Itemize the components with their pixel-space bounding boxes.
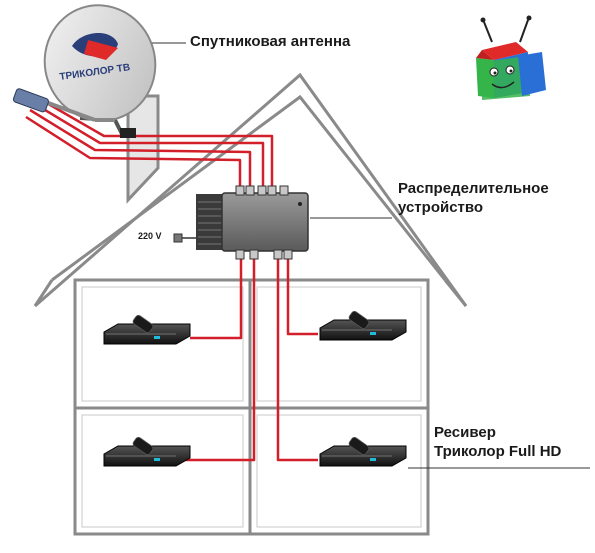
receiver-top-left — [103, 314, 191, 345]
receiver-bottom-left — [103, 436, 191, 467]
chimney — [126, 94, 160, 204]
cables — [25, 96, 318, 462]
distributor-box — [173, 185, 392, 260]
satellite-dish: ТРИКОЛОР ТВ — [12, 4, 157, 138]
lnb-icon — [12, 88, 49, 113]
house-body — [73, 278, 430, 536]
receivers — [103, 310, 407, 467]
voltage-label: 220 V — [138, 231, 162, 241]
power-plug-icon — [173, 233, 196, 243]
antenna-label: Спутниковая антенна — [190, 33, 351, 50]
rooms — [81, 286, 422, 528]
receiver-bottom-right — [319, 436, 407, 467]
tv-mascot-icon — [476, 15, 546, 100]
distributor-label-line2: устройство — [398, 199, 484, 216]
receiver-label-line2: Триколор Full HD — [434, 443, 562, 460]
house-roof — [33, 72, 468, 308]
receiver-label-line1: Ресивер — [434, 424, 496, 441]
receiver-top-right — [319, 310, 407, 341]
distributor-label-line1: Распределительное — [398, 180, 549, 197]
